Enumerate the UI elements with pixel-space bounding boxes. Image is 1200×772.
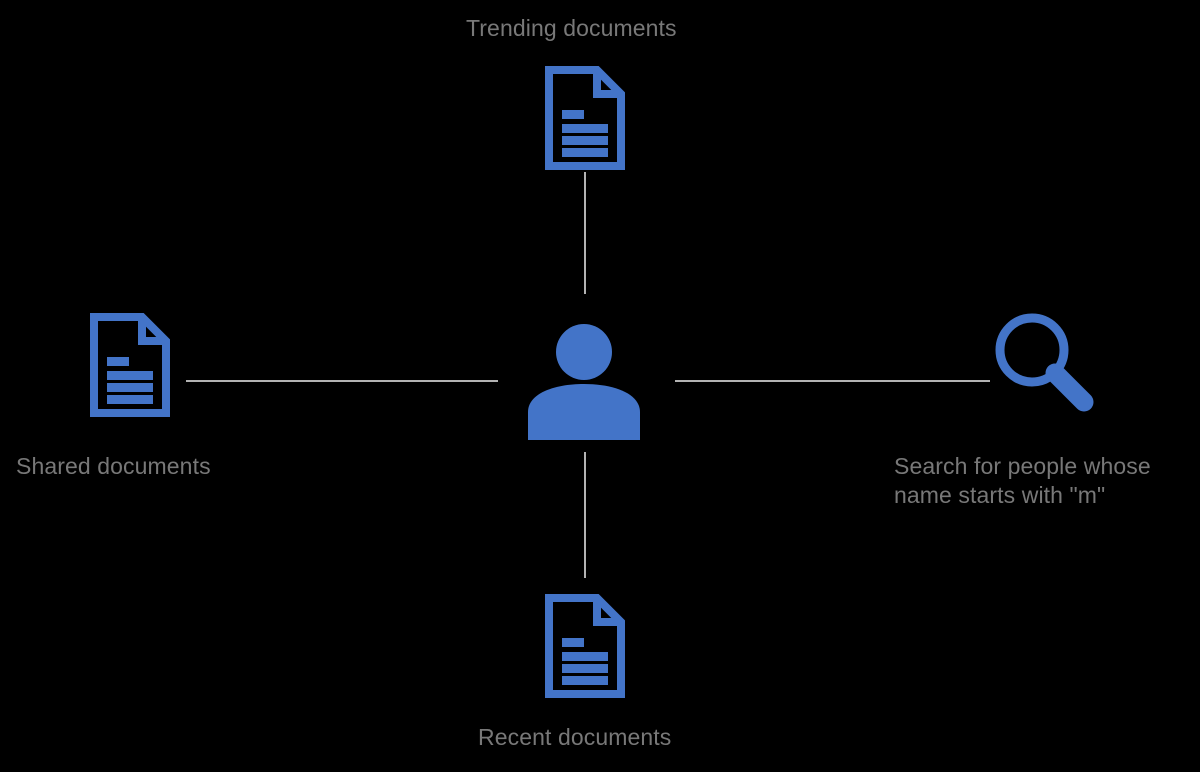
document-icon [545,66,625,170]
document-icon [90,313,170,417]
shared-documents-node[interactable] [90,313,170,417]
connector-line-recent [584,452,586,578]
connector-line-search [675,380,990,382]
recent-documents-label: Recent documents [478,724,672,750]
magnifying-glass-icon [992,312,1096,412]
recent-documents-node[interactable] [545,594,625,698]
trending-documents-node[interactable] [545,66,625,170]
person-node[interactable] [520,316,648,444]
search-label: Search for people whose name starts with… [894,453,1151,508]
trending-documents-label: Trending documents [466,15,677,41]
connector-line-trending [584,172,586,294]
document-icon [545,594,625,698]
connector-line-shared [186,380,498,382]
person-icon [520,316,648,444]
shared-documents-label: Shared documents [16,453,211,479]
search-node[interactable] [992,312,1096,412]
